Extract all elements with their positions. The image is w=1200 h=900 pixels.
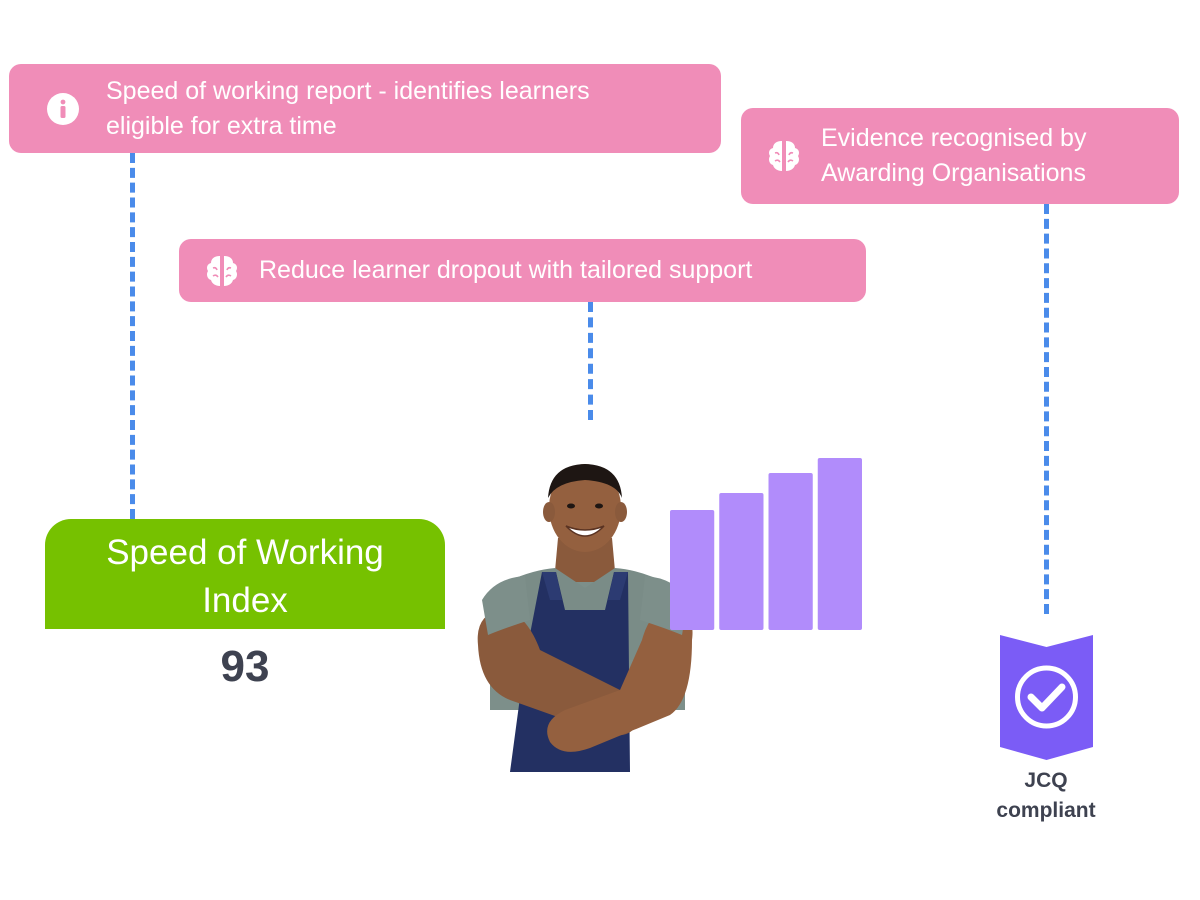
bar-chart (670, 458, 862, 630)
bar-1 (670, 510, 715, 630)
learner-photo (477, 464, 693, 772)
brain-icon (205, 253, 239, 289)
connector-line-speed-report (130, 153, 135, 519)
callout-speed-report: Speed of working report - identifies lea… (9, 64, 721, 153)
index-card-title: Speed of Working Index (45, 519, 445, 629)
callout-evidence-text: Evidence recognised by Awarding Organisa… (821, 124, 1087, 187)
callout-speed-report-text: Speed of working report - identifies lea… (106, 76, 590, 140)
callout-evidence: Evidence recognised by Awarding Organisa… (741, 108, 1179, 204)
brain-icon (767, 138, 801, 174)
connector-line-evidence (1044, 204, 1049, 614)
shield-check-icon (1000, 635, 1093, 760)
callout-dropout-text: Reduce learner dropout with tailored sup… (259, 256, 753, 284)
callout-dropout: Reduce learner dropout with tailored sup… (179, 239, 866, 302)
badge-label: JCQ compliant (996, 769, 1096, 822)
bar-2 (719, 493, 764, 630)
bar-3 (768, 473, 813, 630)
bar-4 (817, 458, 862, 630)
connector-line-dropout (588, 302, 593, 420)
index-score-value: 93 (220, 642, 270, 691)
info-icon (46, 92, 80, 126)
